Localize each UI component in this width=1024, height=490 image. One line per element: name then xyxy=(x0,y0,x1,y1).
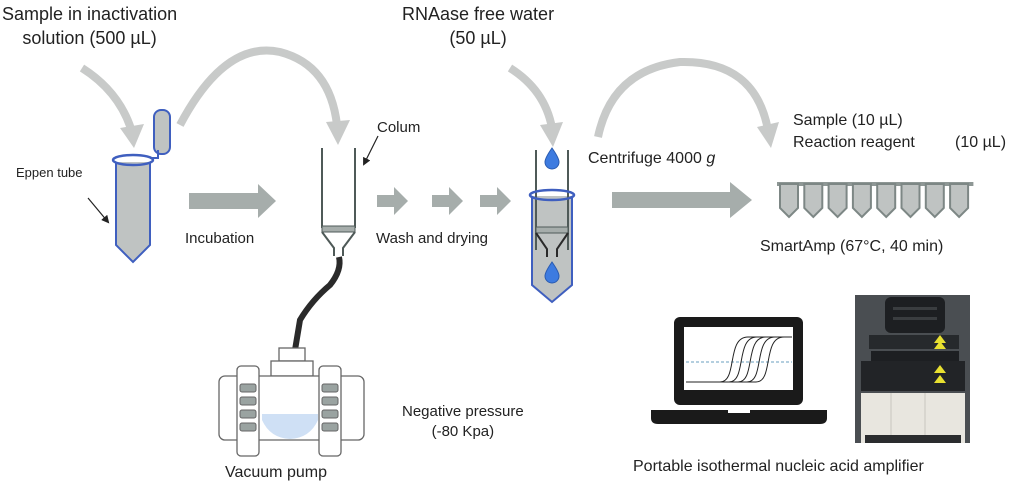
pcr-tube xyxy=(851,183,872,219)
curved-arrow-sample-to-tube xyxy=(79,64,144,148)
rnaase-free-water-label: RNAase free water (50 µL) xyxy=(402,2,554,50)
eppen-tube-label: Eppen tube xyxy=(16,165,83,180)
pcr-tube xyxy=(900,183,921,219)
incubation-label: Incubation xyxy=(185,230,255,247)
portable-amplifier-label: Portable isothermal nucleic acid amplifi… xyxy=(633,458,924,475)
block-arrow-wash-1 xyxy=(377,187,408,215)
centrifuge-label: Centrifuge 4000 g xyxy=(588,150,715,168)
pcr-tube xyxy=(924,183,945,219)
block-arrow-incubation xyxy=(189,184,276,218)
water-droplet-top-icon xyxy=(544,147,560,170)
rnaase-line2: (50 µL) xyxy=(449,28,507,48)
block-arrow-centrifuge xyxy=(612,182,752,218)
column-icon xyxy=(321,148,356,256)
curved-arrow-column-to-strip xyxy=(594,57,779,148)
vacuum-pump-label: Vacuum pump xyxy=(225,464,327,481)
negative-pressure-line1: Negative pressure xyxy=(402,403,524,420)
sample-volume-label: Sample (10 µL) xyxy=(793,112,903,129)
sample-inactivation-line2: solution (500 µL) xyxy=(22,28,157,48)
sample-inactivation-label: Sample in inactivation solution (500 µL) xyxy=(2,2,177,50)
rnaase-line1: RNAase free water xyxy=(402,4,555,24)
negative-pressure-line2: (-80 Kpa) xyxy=(431,423,495,440)
sample-inactivation-line1: Sample in inactivation xyxy=(2,4,178,24)
centrifuge-unit: g xyxy=(706,150,716,167)
colum-label: Colum xyxy=(377,119,421,136)
eppendorf-tube-icon xyxy=(111,109,171,264)
amplification-curve xyxy=(686,336,792,383)
curved-arrow-water-to-column xyxy=(507,64,563,147)
pcr-tube xyxy=(803,183,824,219)
block-arrow-wash-2 xyxy=(432,187,463,215)
pcr-tube xyxy=(779,183,799,219)
pcr-tube xyxy=(827,183,848,219)
wash-and-drying-label: Wash and drying xyxy=(376,230,489,247)
vacuum-pump-icon xyxy=(218,347,365,457)
curved-arrow-tube-to-column xyxy=(176,46,350,145)
colum-pointer xyxy=(363,135,379,166)
reaction-reagent-label: Reaction reagent xyxy=(793,134,915,151)
pcr-tube xyxy=(876,183,897,219)
pcr-strip-tubes xyxy=(777,182,974,219)
eppen-tube-pointer xyxy=(87,197,110,224)
reaction-reagent-volume: (10 µL) xyxy=(955,134,1007,151)
negative-pressure-label: Negative pressure (-80 Kpa) xyxy=(402,402,524,442)
pcr-tube xyxy=(949,183,970,219)
amplifier-photo xyxy=(855,295,970,443)
pcr-strip-rim xyxy=(777,182,974,186)
centrifuge-text: Centrifuge 4000 xyxy=(588,150,702,167)
vacuum-hose xyxy=(292,256,343,351)
block-arrow-wash-3 xyxy=(480,187,511,215)
water-droplet-bottom-icon xyxy=(544,261,560,284)
column-in-tube-icon xyxy=(528,147,576,304)
smartamp-label: SmartAmp (67°C, 40 min) xyxy=(760,238,944,255)
laptop-icon xyxy=(651,317,827,424)
